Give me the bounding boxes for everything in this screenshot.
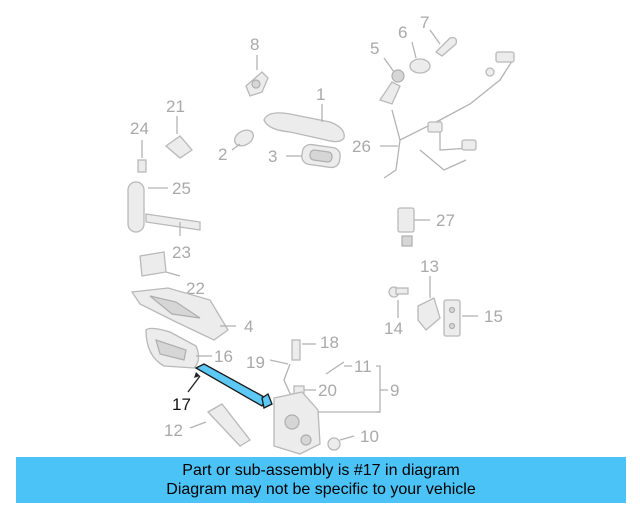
label-16: 16 bbox=[214, 347, 233, 366]
part-26 bbox=[380, 51, 515, 179]
label-18: 18 bbox=[320, 333, 339, 352]
banner-line-2: Diagram may not be specific to your vehi… bbox=[166, 481, 476, 498]
part-23 bbox=[145, 213, 201, 236]
part-14 bbox=[388, 286, 409, 318]
part-4 bbox=[130, 287, 236, 341]
part-5 bbox=[378, 57, 405, 105]
part-16 bbox=[145, 327, 212, 369]
label-15: 15 bbox=[484, 307, 503, 326]
label-25: 25 bbox=[172, 179, 191, 198]
part-12 bbox=[189, 403, 251, 447]
part-22 bbox=[139, 251, 181, 277]
label-11: 11 bbox=[354, 357, 372, 376]
label-21: 21 bbox=[166, 97, 185, 116]
label-22: 22 bbox=[186, 279, 205, 298]
info-banner: Part or sub-assembly is #17 in diagram D… bbox=[16, 457, 626, 503]
part-13 bbox=[417, 276, 441, 331]
latch-assembly bbox=[273, 391, 321, 455]
label-6: 6 bbox=[398, 23, 407, 42]
label-4: 4 bbox=[244, 317, 253, 336]
label-12: 12 bbox=[164, 421, 183, 440]
part-7 bbox=[429, 29, 458, 57]
part-19 bbox=[269, 359, 293, 399]
label-5: 5 bbox=[370, 39, 379, 58]
label-13: 13 bbox=[420, 257, 439, 276]
label-26: 26 bbox=[352, 137, 371, 156]
part-17 bbox=[187, 363, 273, 409]
part-24 bbox=[137, 140, 147, 173]
label-3: 3 bbox=[268, 147, 277, 166]
label-19: 19 bbox=[246, 353, 265, 372]
label-20: 20 bbox=[318, 381, 337, 400]
part-11 bbox=[325, 361, 352, 375]
part-1 bbox=[263, 104, 345, 143]
label-27: 27 bbox=[436, 211, 455, 230]
part-18 bbox=[291, 339, 316, 361]
part-27 bbox=[397, 207, 430, 247]
part-25 bbox=[127, 181, 168, 233]
label-24: 24 bbox=[130, 119, 149, 138]
part-8 bbox=[245, 55, 269, 97]
label-10: 10 bbox=[360, 427, 379, 446]
part-21 bbox=[164, 116, 193, 159]
part-10 bbox=[327, 435, 355, 451]
label-8: 8 bbox=[250, 35, 259, 54]
label-9: 9 bbox=[390, 381, 399, 400]
parts-diagram: 8 1 2 3 5 6 7 bbox=[127, 13, 515, 455]
part-2 bbox=[231, 129, 254, 151]
part-9 bbox=[316, 365, 388, 413]
label-23: 23 bbox=[172, 243, 191, 262]
part-15 bbox=[443, 299, 478, 337]
label-17: 17 bbox=[172, 395, 191, 414]
label-2: 2 bbox=[218, 145, 227, 164]
banner-line-1: Part or sub-assembly is #17 in diagram bbox=[182, 462, 460, 479]
label-7: 7 bbox=[420, 13, 429, 32]
part-3 bbox=[286, 143, 341, 169]
label-14: 14 bbox=[384, 319, 403, 338]
label-1: 1 bbox=[316, 85, 325, 104]
part-6 bbox=[409, 41, 431, 74]
